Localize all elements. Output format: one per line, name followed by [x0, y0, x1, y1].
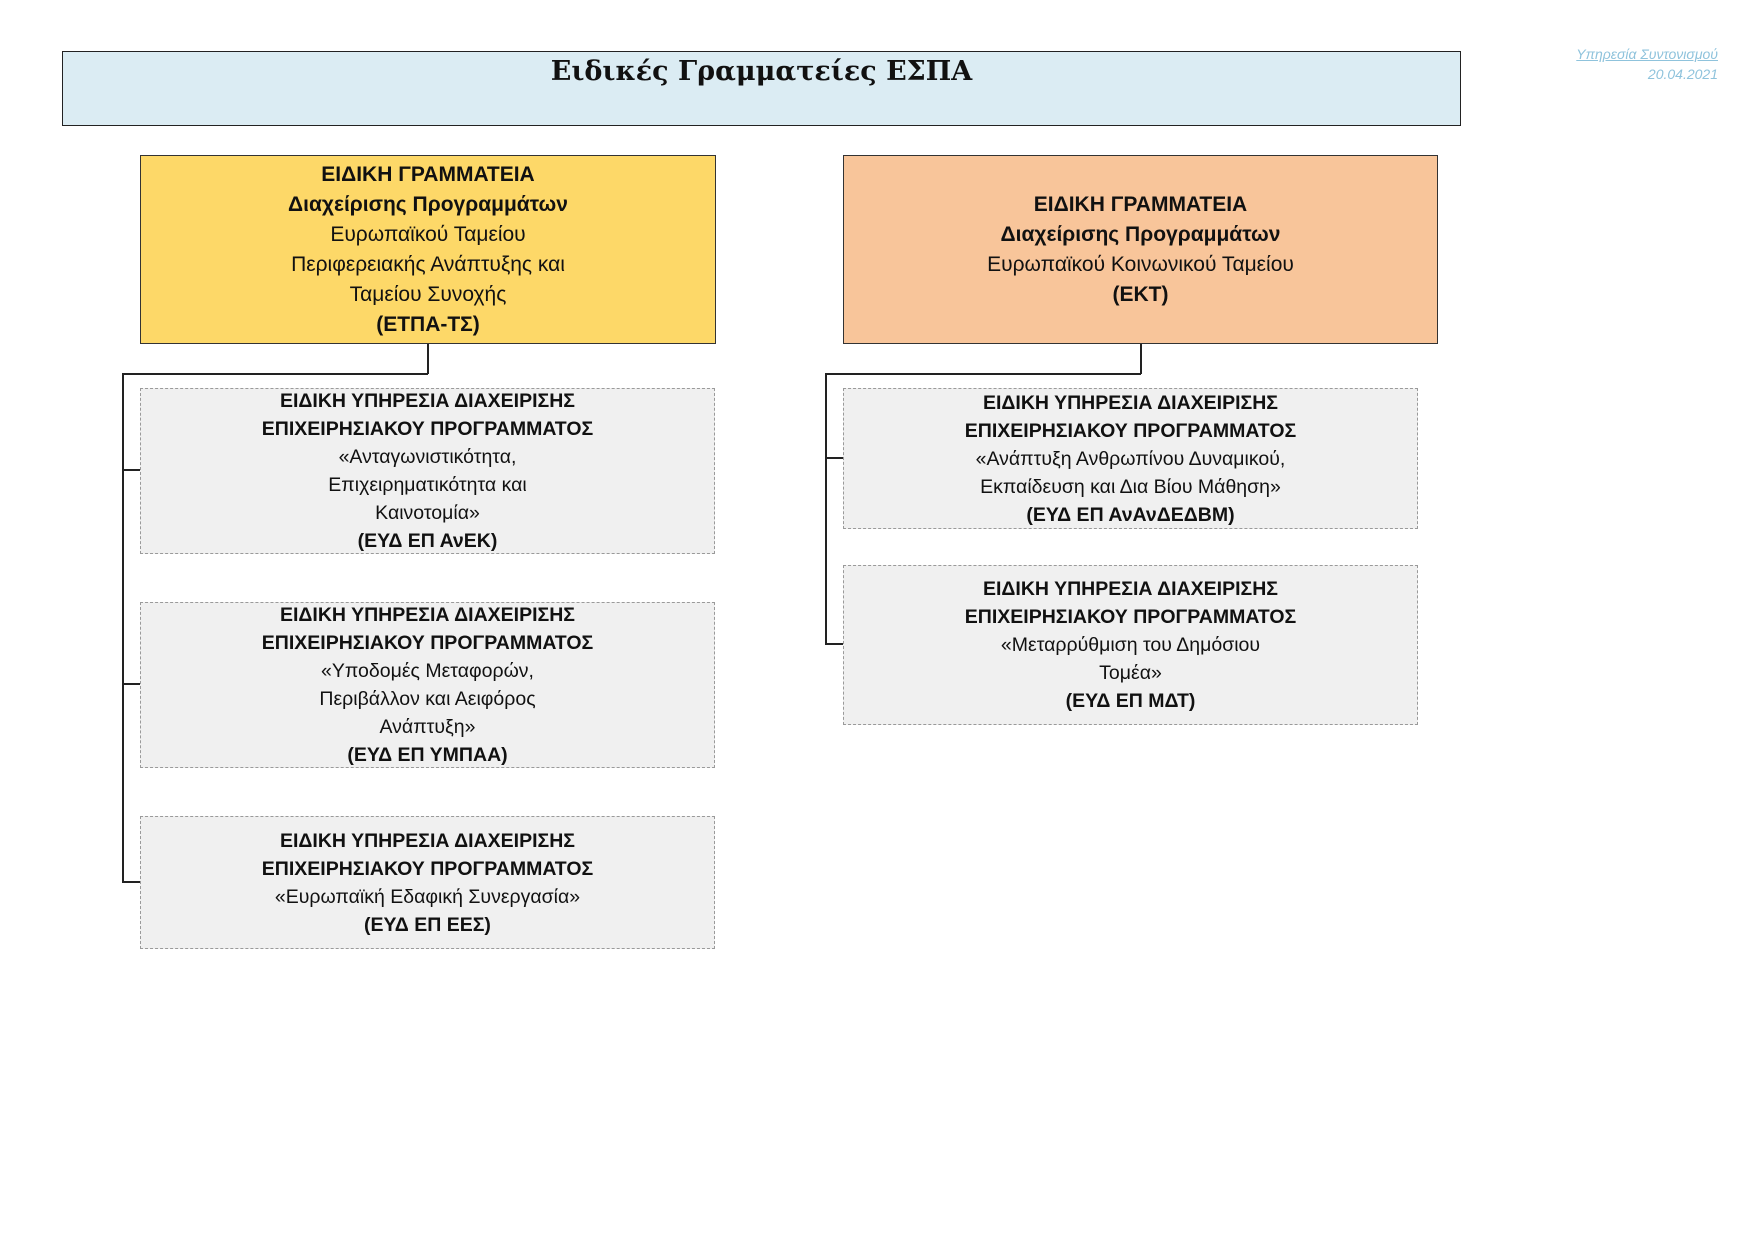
unit-heading: ΕΠΙΧΕΙΡΗΣΙΑΚΟΥ ΠΡΟΓΡΑΜΜΑΤΟΣ: [261, 418, 594, 440]
unit-box-ananedvm: ΕΙΔΙΚΗ ΥΠΗΡΕΣΙΑ ΔΙΑΧΕΙΡΙΣΗΣ ΕΠΙΧΕΙΡΗΣΙΑΚ…: [843, 388, 1418, 529]
unit-heading: ΕΠΙΧΕΙΡΗΣΙΑΚΟΥ ΠΡΟΓΡΑΜΜΑΤΟΣ: [964, 419, 1297, 442]
unit-heading: ΕΙΔΙΚΗ ΥΠΗΡΕΣΙΑ ΔΙΑΧΕΙΡΙΣΗΣ: [982, 578, 1279, 600]
connector-line: [122, 881, 140, 883]
secretariat-abbr: (ΕΚΤ): [1112, 282, 1169, 306]
connector-line: [825, 373, 1141, 375]
unit-heading: ΕΙΔΙΚΗ ΥΠΗΡΕΣΙΑ ΔΙΑΧΕΙΡΙΣΗΣ: [982, 391, 1279, 414]
secretariat-esf-box: ΕΙΔΙΚΗ ΓΡΑΜΜΑΤΕΙΑ Διαχείρισης Προγραμμάτ…: [843, 155, 1438, 344]
unit-program-name: «Ανταγωνιστικότητα,: [338, 446, 517, 468]
secretariat-text: Ευρωπαϊκού Κοινωνικού Ταμείου: [987, 252, 1294, 276]
secretariat-heading: ΕΙΔΙΚΗ ΓΡΑΜΜΑΤΕΙΑ: [1033, 192, 1248, 216]
unit-box-mdt: ΕΙΔΙΚΗ ΥΠΗΡΕΣΙΑ ΔΙΑΧΕΙΡΙΣΗΣ ΕΠΙΧΕΙΡΗΣΙΑΚ…: [843, 565, 1418, 725]
connector-line: [122, 683, 140, 685]
unit-heading: ΕΠΙΧΕΙΡΗΣΙΑΚΟΥ ΠΡΟΓΡΑΜΜΑΤΟΣ: [261, 632, 594, 654]
unit-abbr: (ΕΥΔ ΕΠ ΥΜΠΑΑ): [347, 744, 508, 766]
unit-program-name: Επιχειρηματικότητα και: [328, 474, 527, 496]
unit-heading: ΕΙΔΙΚΗ ΥΠΗΡΕΣΙΑ ΔΙΑΧΕΙΡΙΣΗΣ: [279, 390, 576, 412]
connector-line: [122, 373, 124, 882]
connector-line: [825, 373, 827, 644]
note-unit: Υπηρεσία Συντονισμού: [1576, 46, 1718, 62]
unit-program-name: Ανάπτυξη»: [379, 716, 476, 738]
secretariat-heading: ΕΙΔΙΚΗ ΓΡΑΜΜΑΤΕΙΑ: [321, 162, 535, 186]
unit-heading: ΕΙΔΙΚΗ ΥΠΗΡΕΣΙΑ ΔΙΑΧΕΙΡΙΣΗΣ: [279, 829, 576, 852]
connector-line: [427, 344, 429, 374]
unit-box-ympaa: ΕΙΔΙΚΗ ΥΠΗΡΕΣΙΑ ΔΙΑΧΕΙΡΙΣΗΣ ΕΠΙΧΕΙΡΗΣΙΑΚ…: [140, 602, 715, 768]
connector-line: [825, 643, 843, 645]
secretariat-text: Περιφερειακής Ανάπτυξης και: [291, 252, 565, 276]
note-date: 20.04.2021: [1647, 66, 1718, 82]
connector-line: [122, 469, 140, 471]
unit-heading: ΕΙΔΙΚΗ ΥΠΗΡΕΣΙΑ ΔΙΑΧΕΙΡΙΣΗΣ: [279, 604, 576, 626]
unit-program-name: «Μεταρρύθμιση του Δημόσιου: [1000, 634, 1261, 656]
page-title: Ειδικές Γραμματείες ΕΣΠΑ: [550, 56, 973, 87]
secretariat-subheading: Διαχείρισης Προγραμμάτων: [1000, 222, 1281, 246]
unit-heading: ΕΠΙΧΕΙΡΗΣΙΑΚΟΥ ΠΡΟΓΡΑΜΜΑΤΟΣ: [964, 606, 1297, 628]
author-note: Υπηρεσία Συντονισμού 20.04.2021: [1576, 44, 1718, 84]
unit-program-name: Περιβάλλον και Αειφόρος: [319, 688, 536, 710]
unit-program-name: «Ευρωπαϊκή Εδαφική Συνεργασία»: [274, 885, 581, 908]
unit-program-name: Εκπαίδευση και Δια Βίου Μάθηση»: [980, 475, 1281, 498]
secretariat-abbr: (ΕΤΠΑ-ΤΣ): [376, 312, 480, 336]
unit-box-anek: ΕΙΔΙΚΗ ΥΠΗΡΕΣΙΑ ΔΙΑΧΕΙΡΙΣΗΣ ΕΠΙΧΕΙΡΗΣΙΑΚ…: [140, 388, 715, 554]
connector-line: [122, 373, 428, 375]
unit-program-name: «Υποδομές Μεταφορών,: [321, 660, 534, 682]
unit-program-name: «Ανάπτυξη Ανθρωπίνου Δυναμικού,: [975, 447, 1286, 470]
unit-abbr: (ΕΥΔ ΕΠ ΑνΑνΔΕΔΒΜ): [1026, 503, 1235, 526]
header-banner: Ειδικές Γραμματείες ΕΣΠΑ: [62, 51, 1461, 126]
unit-abbr: (ΕΥΔ ΕΠ ΕΕΣ): [364, 913, 491, 936]
connector-line: [825, 457, 843, 459]
unit-box-ees: ΕΙΔΙΚΗ ΥΠΗΡΕΣΙΑ ΔΙΑΧΕΙΡΙΣΗΣ ΕΠΙΧΕΙΡΗΣΙΑΚ…: [140, 816, 715, 949]
secretariat-text: Ευρωπαϊκού Ταμείου: [330, 222, 526, 246]
secretariat-erdf-box: ΕΙΔΙΚΗ ΓΡΑΜΜΑΤΕΙΑ Διαχείρισης Προγραμμάτ…: [140, 155, 716, 344]
unit-abbr: (ΕΥΔ ΕΠ ΜΔΤ): [1065, 690, 1196, 712]
unit-heading: ΕΠΙΧΕΙΡΗΣΙΑΚΟΥ ΠΡΟΓΡΑΜΜΑΤΟΣ: [261, 857, 594, 880]
unit-program-name: Τομέα»: [1099, 662, 1162, 684]
unit-program-name: Καινοτομία»: [375, 502, 480, 524]
connector-line: [1140, 344, 1142, 374]
unit-abbr: (ΕΥΔ ΕΠ ΑνΕΚ): [357, 530, 498, 552]
secretariat-subheading: Διαχείρισης Προγραμμάτων: [288, 192, 568, 216]
secretariat-text: Ταμείου Συνοχής: [349, 282, 507, 306]
